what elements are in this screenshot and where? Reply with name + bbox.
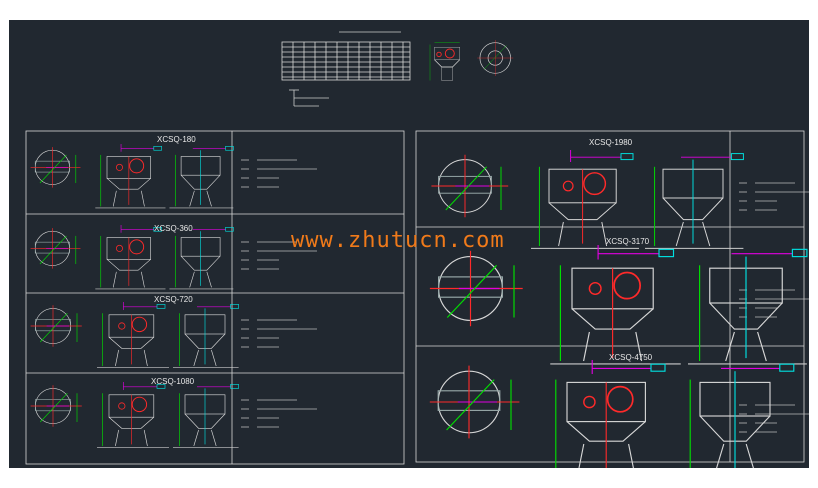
spec-notes xyxy=(739,182,809,211)
right-frame xyxy=(415,130,805,463)
tag xyxy=(650,363,666,372)
inlet-circle xyxy=(562,180,574,192)
panel-title-xcsq-180: XCSQ-180 xyxy=(157,135,196,144)
inlet-circle xyxy=(118,322,126,330)
collector-unit xyxy=(30,382,239,448)
left-frame xyxy=(25,130,405,465)
leg xyxy=(211,429,217,447)
spec-notes xyxy=(241,159,317,188)
leg xyxy=(757,331,767,362)
leg xyxy=(115,429,119,447)
dimension xyxy=(39,235,67,265)
leg xyxy=(601,221,608,247)
cone xyxy=(434,59,460,68)
spec-notes xyxy=(739,404,809,433)
leg xyxy=(143,349,148,367)
panel-title-xcsq-360: XCSQ-360 xyxy=(154,224,193,233)
inlet-circle xyxy=(583,395,596,409)
inlet-circle xyxy=(115,244,123,252)
collector-unit xyxy=(30,225,234,290)
leg xyxy=(193,349,199,367)
inlet-circle xyxy=(588,281,602,296)
tag xyxy=(156,304,166,309)
tag xyxy=(230,304,239,309)
spec-notes xyxy=(241,319,317,348)
watermark: www.zhutucn.com xyxy=(291,228,505,253)
tag xyxy=(153,227,162,232)
collector-unit xyxy=(429,360,795,468)
cad-drawing: XCSQ-180 XCSQ-360 XCSQ-720 XCSQ-1080 XCS… xyxy=(25,31,809,468)
dimension xyxy=(446,264,498,318)
tag xyxy=(225,146,234,151)
body xyxy=(434,47,460,60)
tag xyxy=(230,384,239,389)
leg xyxy=(628,443,634,468)
reference-unit xyxy=(429,40,514,81)
collector-unit xyxy=(431,150,744,249)
inlet-circle xyxy=(115,163,123,171)
spec-notes xyxy=(241,399,317,428)
collector-unit xyxy=(30,302,239,368)
leg xyxy=(745,443,754,468)
leg xyxy=(189,271,195,288)
tag xyxy=(791,248,808,258)
dimension xyxy=(39,154,67,184)
leg xyxy=(141,271,145,288)
leg xyxy=(211,349,217,367)
leg xyxy=(206,271,212,288)
leg xyxy=(189,190,195,207)
tag xyxy=(153,146,162,151)
outlet-circle xyxy=(129,158,145,174)
outlet-circle xyxy=(583,172,607,196)
dimension xyxy=(446,379,495,431)
dimension xyxy=(445,166,487,211)
cad-drawing-canvas[interactable]: XCSQ-180 XCSQ-360 XCSQ-720 XCSQ-1080 XCS… xyxy=(9,20,809,468)
outlet-circle xyxy=(606,385,634,413)
panel-title-xcsq-720: XCSQ-720 xyxy=(154,295,193,304)
spec-notes xyxy=(241,241,317,270)
leg xyxy=(578,443,585,468)
leg xyxy=(115,349,119,367)
tag xyxy=(620,153,634,161)
inlet-circle xyxy=(118,402,126,410)
outlet xyxy=(444,48,455,59)
tag xyxy=(658,248,675,258)
outlet-circle xyxy=(613,271,642,300)
leg-frame xyxy=(441,66,453,81)
dimension xyxy=(39,392,68,423)
leg xyxy=(716,443,725,468)
leg xyxy=(702,221,711,247)
leg xyxy=(112,190,117,207)
outlet-circle xyxy=(129,239,145,255)
leg xyxy=(558,221,564,247)
tag xyxy=(779,363,795,372)
tag xyxy=(730,153,744,161)
panel-title-xcsq-4750: XCSQ-4750 xyxy=(609,353,653,362)
inlet xyxy=(436,51,442,58)
leg xyxy=(206,190,212,207)
outlet-circle xyxy=(131,396,148,413)
leg xyxy=(193,429,199,447)
leg xyxy=(635,331,643,362)
tag xyxy=(156,384,166,389)
leg xyxy=(583,331,590,362)
leg xyxy=(725,331,735,362)
outlet-circle xyxy=(131,316,148,333)
panel-title-xcsq-3170: XCSQ-3170 xyxy=(606,237,650,246)
panel-title-xcsq-1980: XCSQ-1980 xyxy=(589,138,633,147)
leg xyxy=(112,271,117,288)
collector-unit xyxy=(30,144,234,209)
leg xyxy=(675,221,684,247)
leg xyxy=(141,190,145,207)
dimension xyxy=(39,312,68,343)
table-border xyxy=(281,41,411,81)
leg xyxy=(143,429,148,447)
dimension xyxy=(483,45,507,70)
spec-table xyxy=(281,31,411,107)
tag xyxy=(225,227,234,232)
collector-unit xyxy=(429,245,808,365)
panel-title-xcsq-1080: XCSQ-1080 xyxy=(151,377,195,386)
